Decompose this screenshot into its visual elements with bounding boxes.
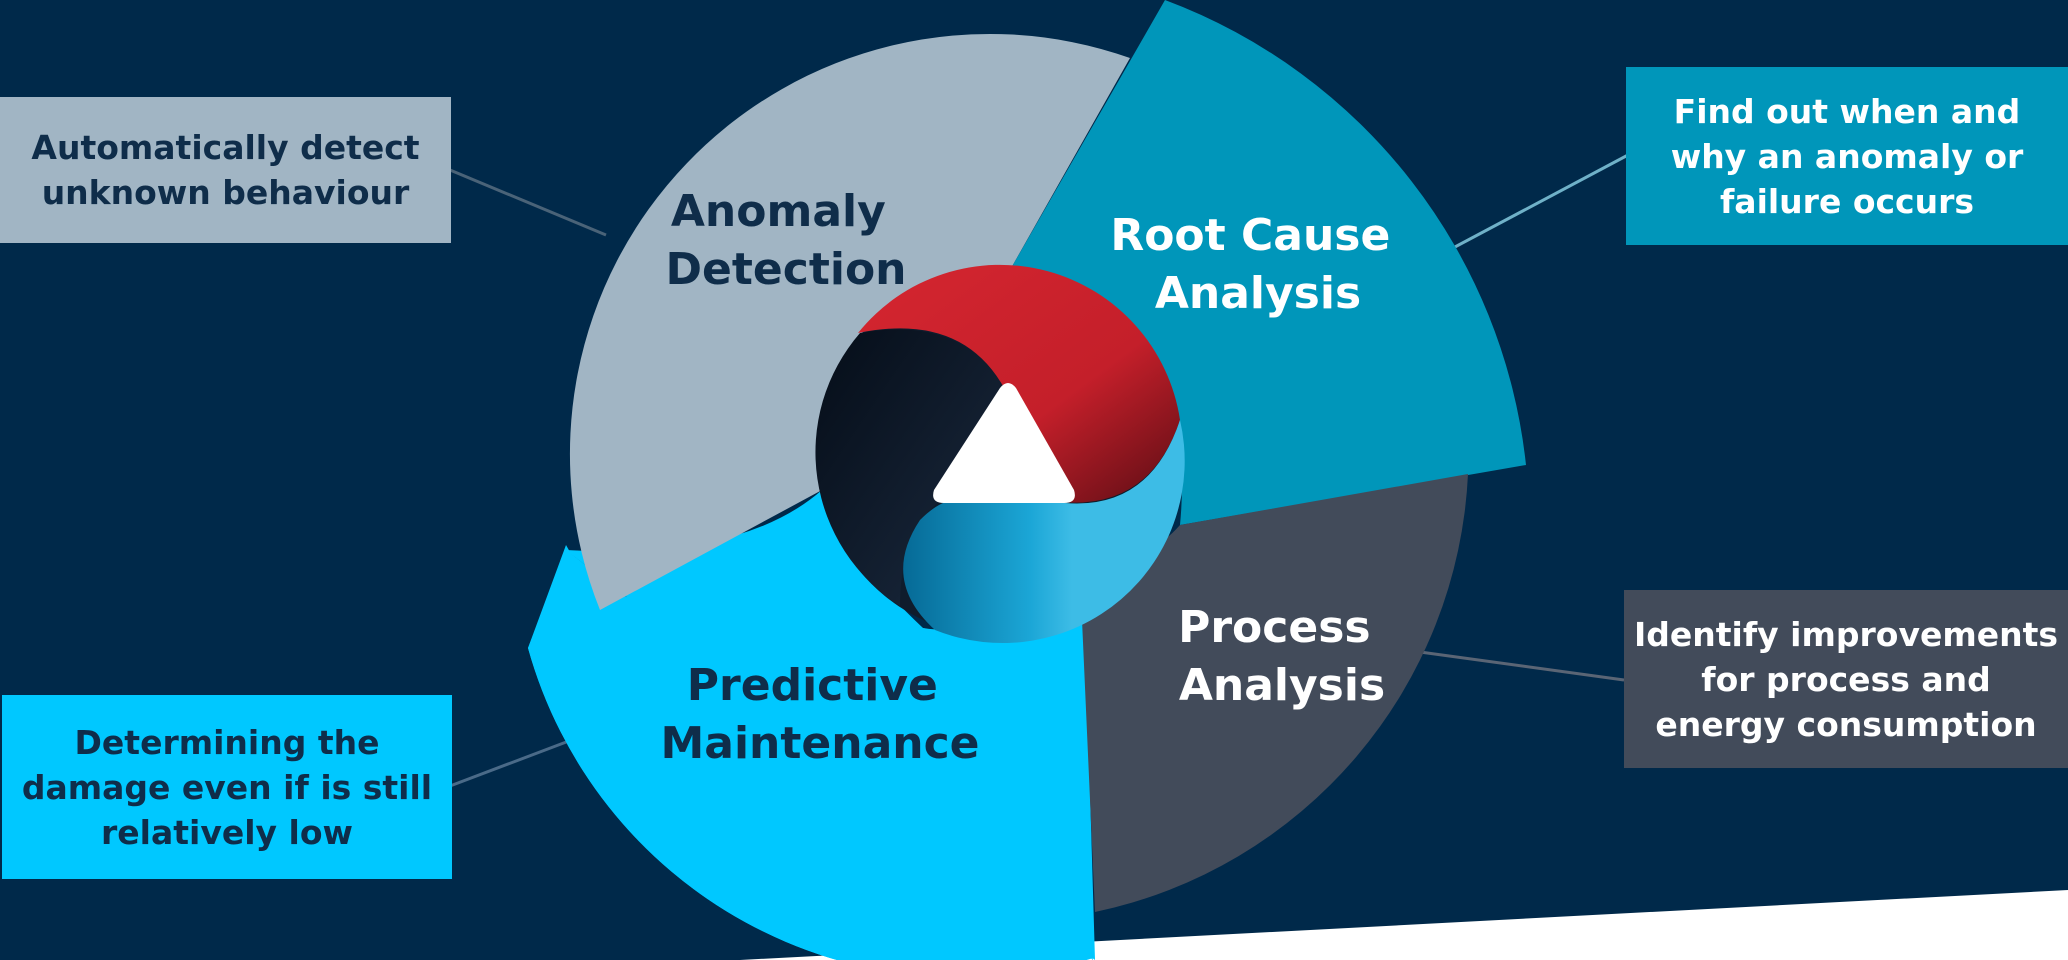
label-process-line2: Analysis — [1179, 660, 1385, 711]
callout-predictive-text: Determining the damage even if is still … — [21, 722, 433, 852]
center-logo — [815, 264, 1185, 644]
label-root-cause-analysis: Root Cause Analysis — [1110, 210, 1405, 319]
connector-line-root-cause — [1437, 153, 1629, 258]
segment-process-analysis — [1080, 474, 1468, 912]
label-anomaly-line2: Detection — [666, 244, 907, 295]
label-anomaly-line1: Anomaly — [671, 186, 886, 237]
label-anomaly-detection: Anomaly Detection — [666, 186, 907, 295]
label-process-line1: Process — [1178, 602, 1370, 653]
callout-predictive-maintenance: Determining the damage even if is still … — [2, 695, 452, 879]
callout-root-cause-text: Find out when and why an anomaly or fail… — [1670, 91, 2024, 221]
logo-red-swoosh — [858, 264, 1180, 503]
callout-process-analysis: Identify improvements for process and en… — [1624, 590, 2068, 768]
callout-anomaly-text: Automatically detect unknown behaviour — [31, 128, 420, 212]
callout-anomaly-detection: Automatically detect unknown behaviour — [0, 97, 451, 243]
label-process-analysis: Process Analysis — [1178, 602, 1386, 711]
callout-root-cause: Find out when and why an anomaly or fail… — [1626, 67, 2068, 245]
logo-dark-swoosh — [815, 329, 1003, 606]
label-root-line1: Root Cause — [1110, 210, 1390, 261]
connector-line-anomaly — [449, 168, 607, 237]
connector-line-process — [1419, 650, 1625, 682]
label-predictive-line2: Maintenance — [660, 718, 979, 769]
label-predictive-line1: Predictive — [687, 660, 938, 711]
callout-process-text: Identify improvements for process and en… — [1633, 614, 2059, 744]
segment-anomaly-detection — [569, 33, 1130, 610]
label-root-line2: Analysis — [1155, 268, 1361, 319]
label-predictive-maintenance: Predictive Maintenance — [660, 660, 979, 769]
segment-predictive-maintenance-body — [528, 490, 1093, 960]
segment-root-cause-analysis — [1010, 0, 1526, 525]
triangle-logo-icon — [933, 383, 1075, 503]
logo-blue-swoosh — [903, 420, 1185, 644]
